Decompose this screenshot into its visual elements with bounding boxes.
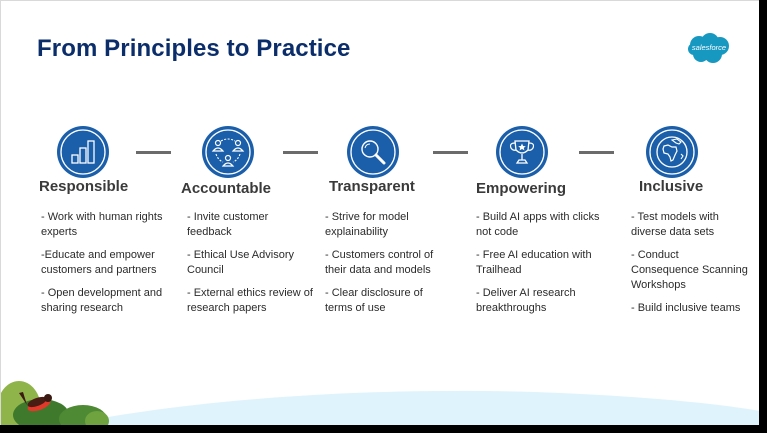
pillar-title: Inclusive	[639, 178, 704, 195]
trophy-icon	[496, 126, 548, 178]
list-item: - External ethics review of research pap…	[187, 287, 313, 314]
logo-text: salesforce	[691, 43, 727, 52]
list-item: - Work with human rights experts	[41, 211, 163, 238]
connector-line	[283, 151, 318, 154]
connector-line	[433, 151, 468, 154]
list-item: - Deliver AI research breakthroughs	[476, 287, 576, 314]
pillar-items: - Invite customer feedback - Ethical Use…	[187, 210, 315, 324]
bush-illustration	[1, 381, 109, 425]
connector-line	[579, 151, 614, 154]
bar-chart-icon	[57, 126, 109, 178]
list-item: - Clear disclosure of terms of use	[325, 287, 423, 314]
pillar-items: - Build AI apps with clicks not code - F…	[476, 210, 604, 324]
list-item: - Build inclusive teams	[631, 302, 741, 314]
list-item: - Strive for model explainability	[325, 211, 409, 238]
list-item: - Open development and sharing research	[41, 287, 163, 314]
list-item: - Free AI education with Trailhead	[476, 249, 592, 276]
list-item: - Invite customer feedback	[187, 211, 269, 238]
magnifier-icon	[347, 126, 399, 178]
list-item: - Customers control of their data and mo…	[325, 249, 434, 276]
pillar-title: Responsible	[39, 178, 129, 195]
pillar-items: - Work with human rights experts -Educat…	[41, 210, 169, 324]
pillar-title: Transparent	[329, 178, 415, 195]
slide: From Principles to Practice salesforce	[0, 0, 759, 425]
people-network-icon	[202, 126, 254, 178]
connector-line	[136, 151, 171, 154]
list-item: - Ethical Use Advisory Council	[187, 249, 294, 276]
page-title: From Principles to Practice	[37, 35, 351, 62]
list-item: - Test models with diverse data sets	[631, 211, 719, 238]
bird-illustration	[19, 392, 52, 412]
list-item: -Educate and empower customers and partn…	[41, 249, 157, 276]
pillar-title: Accountable	[181, 180, 272, 197]
pillar-items: - Test models with diverse data sets - C…	[631, 210, 749, 324]
salesforce-logo: salesforce	[687, 33, 731, 65]
pillar-title: Empowering	[476, 180, 567, 197]
list-item: - Build AI apps with clicks not code	[476, 211, 600, 238]
list-item: - Conduct Consequence Scanning Workshops	[631, 249, 748, 291]
globe-icon	[646, 126, 698, 178]
ground-illustration	[1, 381, 759, 425]
pillar-items: - Strive for model explainability - Cust…	[325, 210, 453, 324]
